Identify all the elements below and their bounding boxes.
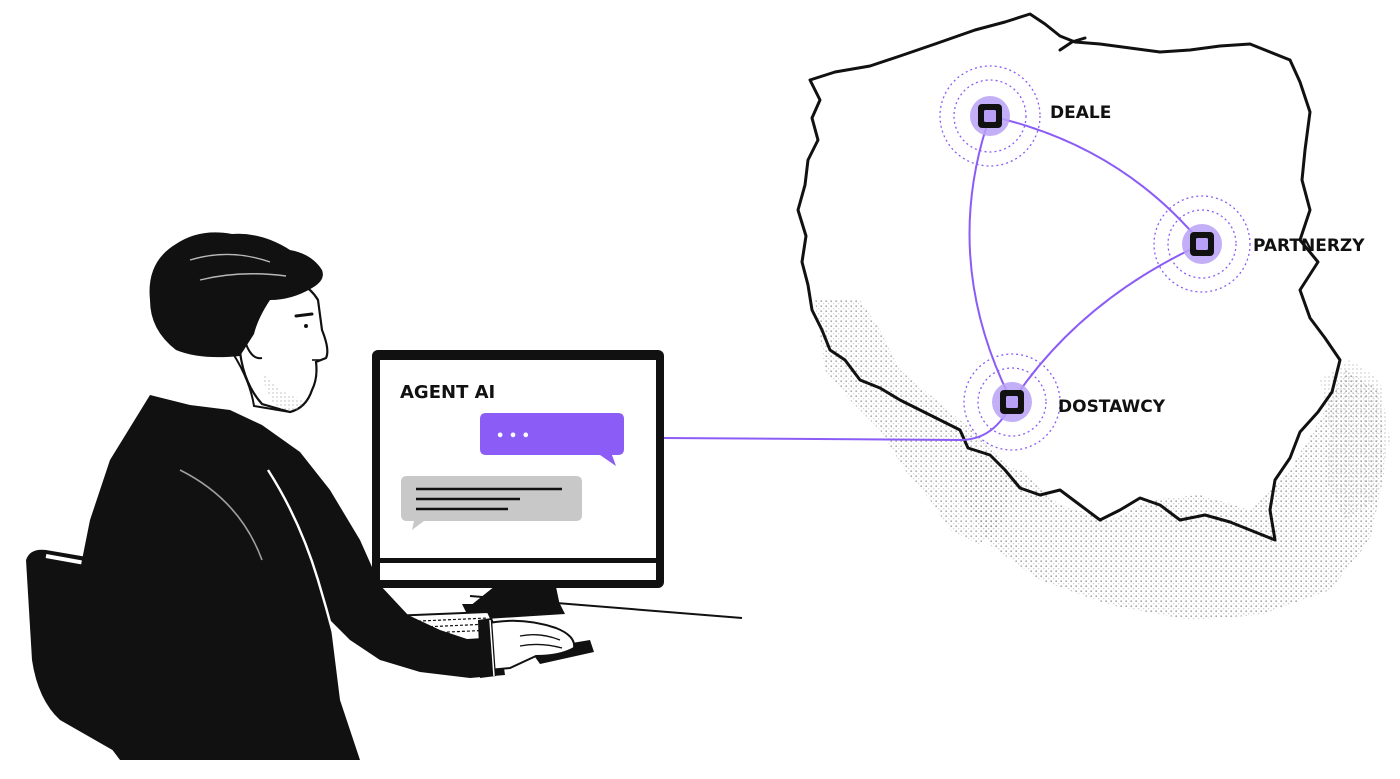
monitor: AGENT AI • • • — [372, 350, 664, 620]
agent-chat-bubble[interactable]: • • • — [480, 413, 624, 466]
person-at-desk — [26, 232, 576, 760]
link-deale-dostawcy — [968, 115, 1013, 403]
agent-typing-indicator: • • • — [496, 429, 530, 444]
square-node-icon — [978, 104, 1002, 128]
node-label-dostawcy: DOSTAWCY — [1058, 397, 1166, 417]
chat-bubble-icon — [480, 413, 624, 466]
poland-outline — [796, 12, 1342, 542]
node-label-partnerzy: PARTNERZY — [1253, 236, 1365, 256]
node-dostawcy[interactable]: DOSTAWCY — [963, 353, 1166, 451]
node-deale[interactable]: DEALE — [939, 65, 1111, 167]
user-chat-bubble[interactable] — [401, 476, 582, 530]
map-shading-east — [1320, 360, 1390, 520]
person-hair — [149, 232, 323, 358]
person-torso — [70, 395, 505, 760]
link-partnerzy-dostawcy — [1011, 243, 1203, 403]
map-shading-west — [815, 300, 1010, 545]
person-hand — [482, 619, 576, 672]
node-partnerzy[interactable]: PARTNERZY — [1153, 195, 1365, 293]
poland-map: DEALE PARTNERZY DOSTAWCY — [661, 12, 1390, 620]
screen-title: AGENT AI — [400, 382, 495, 403]
hel-peninsula — [1058, 36, 1087, 52]
square-node-icon — [1000, 390, 1024, 414]
link-deale-partnerzy — [989, 115, 1203, 245]
map-shading-south — [960, 370, 1385, 620]
node-label-deale: DEALE — [1050, 103, 1111, 123]
square-node-icon — [1190, 232, 1214, 256]
